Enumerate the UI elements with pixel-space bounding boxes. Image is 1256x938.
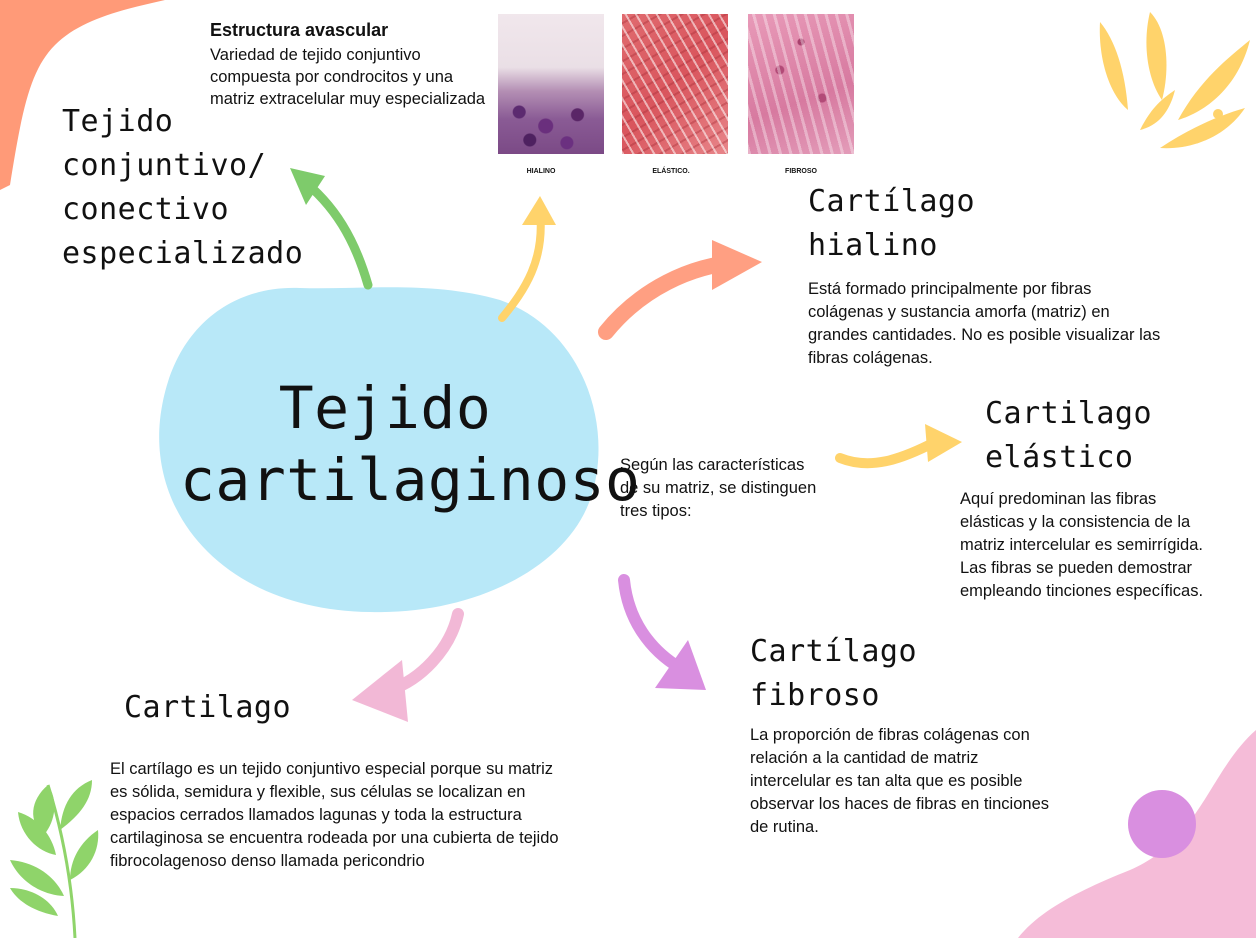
heading-elastico: Cartilago elástico: [985, 396, 1153, 475]
cartilago-description: El cartílago es un tejido conjuntivo esp…: [110, 760, 559, 870]
micrograph-elastico-image: [622, 14, 728, 154]
leaf-decoration: [10, 780, 99, 938]
heading-especializado: Tejido conjuntivo/ conectivo especializa…: [62, 104, 304, 271]
central-blob: [159, 287, 599, 613]
central-title: Tejido cartilaginoso: [180, 374, 641, 514]
purple-dot: [1128, 790, 1196, 858]
heading-fibroso: Cartílago fibroso: [750, 634, 918, 713]
arrow-to-elastico: [835, 437, 940, 469]
micrograph-hialino-image: [498, 14, 604, 154]
heading-cartilago: Cartilago: [124, 690, 292, 725]
avascular-description: Variedad de tejido conjuntivo compuesta …: [210, 46, 486, 108]
arrow-to-fibroso: [618, 574, 686, 674]
avascular-subtitle: Estructura avascular: [210, 20, 389, 40]
elastico-description: Aquí predominan las fibras elásticas y l…: [960, 490, 1204, 600]
micrograph-hialino-label: HIALINO: [526, 168, 556, 175]
corner-shape-bottom-right: [1018, 730, 1256, 938]
yellow-splash-decoration: [1099, 12, 1250, 149]
fibroso-description: La proporción de fibras colágenas con re…: [750, 726, 1049, 836]
corner-shape-top-left: [0, 0, 165, 190]
heading-hialino: Cartílago hialino: [808, 184, 976, 263]
micrograph-fibroso-image: [748, 14, 854, 154]
hialino-description: Está formado principalmente por fibras c…: [808, 280, 1161, 367]
micrograph-elastico-label: ELÁSTICO.: [652, 168, 690, 175]
micrograph-fibroso-label: FIBROSO: [785, 168, 817, 175]
arrow-to-micrographs: [498, 208, 545, 322]
types-intro-text: Según las características de su matriz, …: [620, 456, 817, 520]
